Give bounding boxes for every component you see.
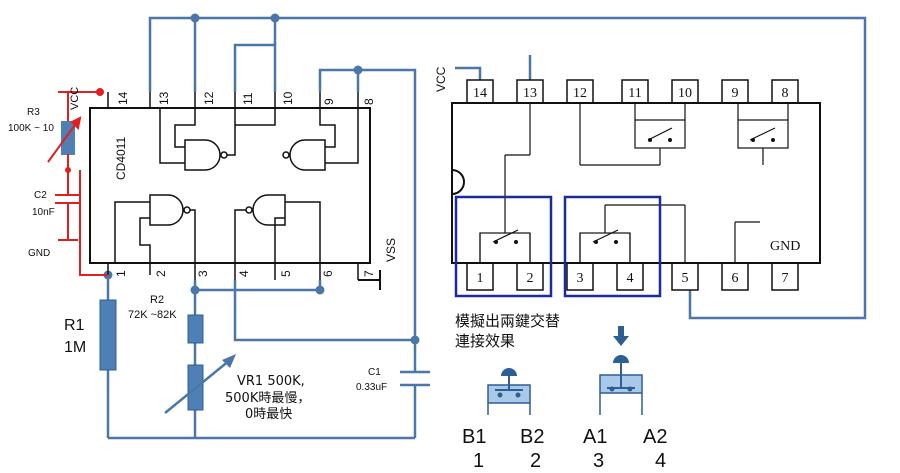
c2-value: 10nF (32, 207, 55, 218)
trim-circuit (47, 88, 108, 276)
internal-switches (479, 103, 789, 264)
right-pin-top-6: 9 (732, 86, 739, 101)
left-pin-bottom-1: 1 (114, 270, 128, 277)
right-pin-top-7: 8 (782, 86, 789, 101)
left-pin-bottom-4: 4 (237, 270, 251, 277)
push-button-b (487, 368, 531, 415)
left-pin-top-2: 13 (157, 91, 171, 105)
right-pin-bottom-7: 7 (782, 271, 789, 286)
right-pin-top-3: 12 (573, 86, 587, 101)
left-pin-bottom-3: 3 (196, 270, 210, 277)
r1-resistor (99, 299, 117, 371)
vr1-note-line2: 500K時最慢， (225, 390, 310, 406)
c1-value: 0.33uF (356, 382, 387, 393)
a1-number: 3 (593, 450, 604, 472)
note-line2: 連接效果 (455, 332, 515, 350)
cd4011-chip: CD4011 VSS 14 13 12 11 10 9 8 1 2 3 4 5 … (89, 91, 398, 290)
wires (106, 16, 867, 440)
a2-number: 4 (655, 450, 666, 472)
chip-part-label: CD4011 (114, 137, 128, 180)
r3-name: R3 (27, 107, 40, 118)
c1-capacitor (400, 370, 430, 387)
vr1-potentiometer (164, 354, 236, 414)
right-bottom-pin-labels: 1 2 3 4 5 6 7 (477, 271, 789, 286)
b1-label: B1 (462, 426, 486, 448)
highlight-box-b (454, 195, 553, 298)
a2-label: A2 (643, 426, 667, 448)
push-button-a (599, 326, 643, 415)
vcc-right-label: VCC (434, 66, 448, 92)
left-pin-top-6: 9 (322, 98, 336, 105)
left-pin-top-3: 12 (202, 91, 216, 105)
press-arrow-icon (618, 326, 624, 336)
b2-number: 2 (530, 450, 541, 472)
left-pin-bottom-6: 6 (321, 270, 335, 277)
vr1-note-line1: VR1 500K, (237, 374, 305, 389)
vcc-left-label: VCC (69, 87, 81, 110)
right-pin-top-2: 13 (523, 86, 537, 101)
right-pin-bottom-5: 5 (682, 271, 689, 286)
right-pin-bottom-2: 2 (527, 271, 534, 286)
right-pin-bottom-1: 1 (477, 271, 484, 286)
r3-value: 100K ~ 10 (8, 123, 54, 134)
b1-number: 1 (473, 450, 484, 472)
left-pin-bottom-7: 7 (362, 270, 376, 277)
c2-name: C2 (34, 190, 47, 201)
right-pin-bottom-6: 6 (732, 271, 739, 286)
c1-name: C1 (368, 367, 381, 378)
right-pin-top-4: 11 (628, 86, 641, 101)
r2-name: R2 (150, 294, 164, 306)
right-pin-bottom-3: 3 (577, 271, 584, 286)
r1-name: R1 (64, 317, 85, 334)
left-pin-bottom-2: 2 (154, 270, 168, 277)
switch-chip: 14 13 12 11 10 9 8 1 2 3 4 5 6 7 GND (451, 79, 821, 298)
right-top-pin-labels: 14 13 12 11 10 9 8 (473, 86, 789, 101)
right-pin-top-5: 10 (678, 86, 692, 101)
r1-value: 1M (64, 339, 86, 356)
left-pin-bottom-5: 5 (279, 270, 293, 277)
highlight-box-a (563, 195, 662, 298)
gnd-label: GND (28, 248, 50, 259)
right-pin-top-1: 14 (473, 86, 487, 101)
left-pin-top-7: 8 (362, 98, 376, 105)
a1-label: A1 (583, 426, 607, 448)
vr1-note-line3: 0時最快 (245, 407, 292, 422)
right-pin-bottom-4: 4 (627, 271, 634, 286)
nand-gates (114, 108, 359, 263)
vss-label: VSS (384, 238, 398, 262)
left-pin-top-5: 10 (281, 91, 295, 105)
r2-resistor (187, 314, 204, 344)
gnd-pin-label: GND (770, 239, 800, 254)
r2-value: 72K ~82K (128, 309, 177, 321)
b2-label: B2 (520, 426, 544, 448)
left-pin-top-1: 14 (116, 91, 130, 105)
note-line1: 模擬出兩鍵交替 (455, 312, 560, 330)
left-pin-top-4: 11 (241, 92, 255, 105)
